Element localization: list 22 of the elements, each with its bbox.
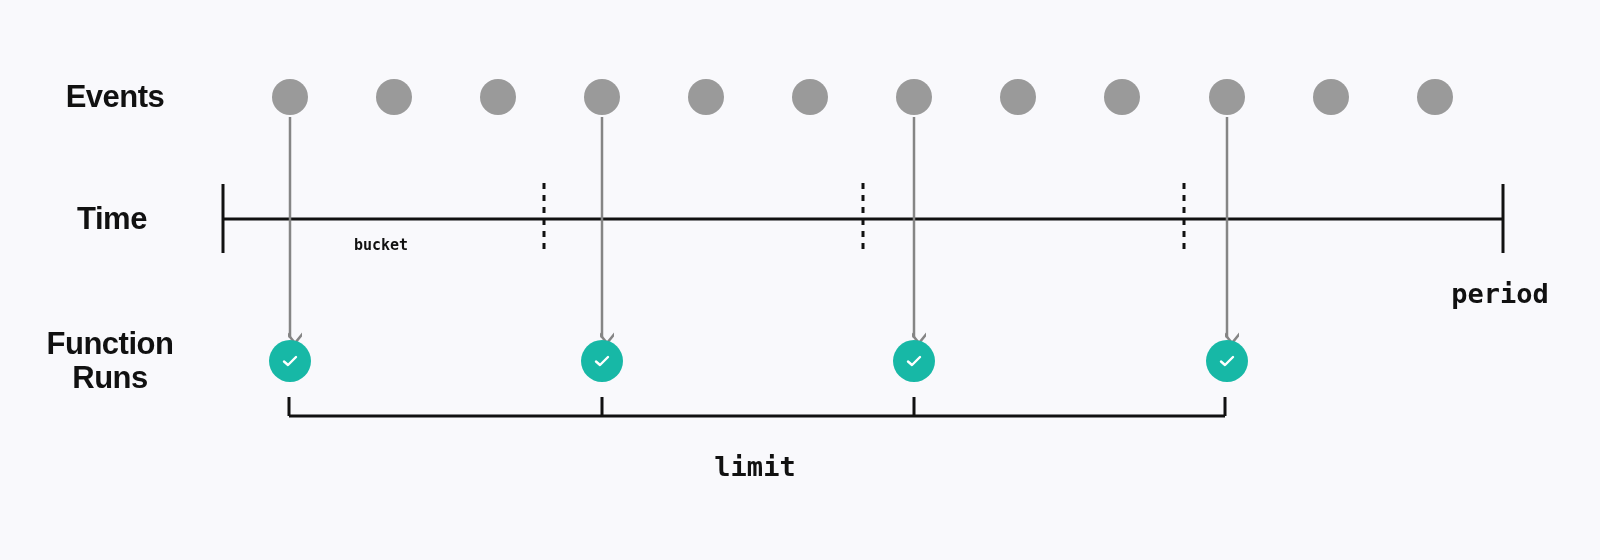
event-dot [792,79,828,115]
axis-label: Function Runs [45,326,175,396]
completed-run-circle [581,340,623,382]
completed-run-circle [893,340,935,382]
event-dot [272,79,308,115]
event-dot [1209,79,1245,115]
completed-run-circle [269,340,311,382]
event-dot [480,79,516,115]
event-dot [688,79,724,115]
completed-run-circle [1206,340,1248,382]
event-dot [1417,79,1453,115]
axis-label: period [1451,279,1549,309]
axis-label: Events [65,79,165,115]
event-dot [1000,79,1036,115]
axis-label: limit [714,452,796,482]
event-dot [376,79,412,115]
event-dot [896,79,932,115]
event-dot [584,79,620,115]
axis-label: Time [77,201,147,237]
axis-label: bucket [353,236,409,254]
event-dot [1104,79,1140,115]
event-dot [1313,79,1349,115]
